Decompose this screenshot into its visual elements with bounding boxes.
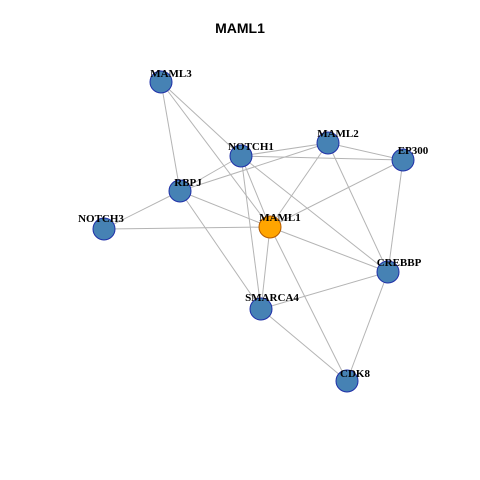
edge-maml2-rbpj <box>179 142 329 192</box>
node-maml1 <box>258 215 282 239</box>
node-label-maml2: MAML2 <box>317 128 359 140</box>
edge-maml2-crebbp <box>327 142 389 273</box>
node-label-notch1: NOTCH1 <box>228 141 274 153</box>
node-label-rbpj: RBPJ <box>174 177 202 189</box>
node-label-maml3: MAML3 <box>150 68 192 80</box>
edge-notch1-crebbp <box>240 155 389 273</box>
node-label-cdk8: CDK8 <box>340 368 370 380</box>
edge-ep300-crebbp <box>387 159 404 273</box>
node-cdk8 <box>335 369 359 393</box>
node-smarca4 <box>249 297 273 321</box>
edge-rbpj-maml1 <box>179 190 271 228</box>
node-label-smarca4: SMARCA4 <box>245 292 299 304</box>
edge-rbpj-notch3 <box>103 190 181 230</box>
edge-notch1-smarca4 <box>240 155 262 310</box>
edge-notch1-maml2 <box>240 142 329 157</box>
node-notch3 <box>92 217 116 241</box>
edge-maml3-rbpj <box>160 81 181 192</box>
node-ep300 <box>391 148 415 172</box>
node-label-notch3: NOTCH3 <box>78 213 124 225</box>
edges <box>103 81 404 382</box>
edge-rbpj-smarca4 <box>179 190 262 310</box>
edge-maml1-cdk8 <box>269 226 348 382</box>
edge-maml1-smarca4 <box>260 226 271 310</box>
node-label-ep300: EP300 <box>398 145 429 157</box>
node-label-crebbp: CREBBP <box>377 257 422 269</box>
node-crebbp <box>376 260 400 284</box>
node-notch1 <box>229 144 253 168</box>
edge-notch3-maml1 <box>103 226 271 230</box>
graph-title: MAML1 <box>215 20 265 36</box>
node-maml2 <box>316 131 340 155</box>
edge-maml3-notch1 <box>160 81 242 157</box>
edge-maml2-maml1 <box>269 142 329 228</box>
edge-maml1-crebbp <box>269 226 389 273</box>
edge-notch1-maml1 <box>240 155 271 228</box>
node-label-maml1: MAML1 <box>259 212 301 224</box>
edge-crebbp-cdk8 <box>346 271 389 382</box>
node-maml3 <box>149 70 173 94</box>
edge-maml3-maml1 <box>160 81 271 228</box>
edge-notch1-ep300 <box>240 155 404 161</box>
edge-ep300-maml1 <box>269 159 404 228</box>
edge-notch1-rbpj <box>179 155 242 192</box>
edge-crebbp-smarca4 <box>260 271 389 310</box>
node-rbpj <box>168 179 192 203</box>
edge-smarca4-cdk8 <box>260 308 348 382</box>
edge-maml2-ep300 <box>327 142 404 161</box>
